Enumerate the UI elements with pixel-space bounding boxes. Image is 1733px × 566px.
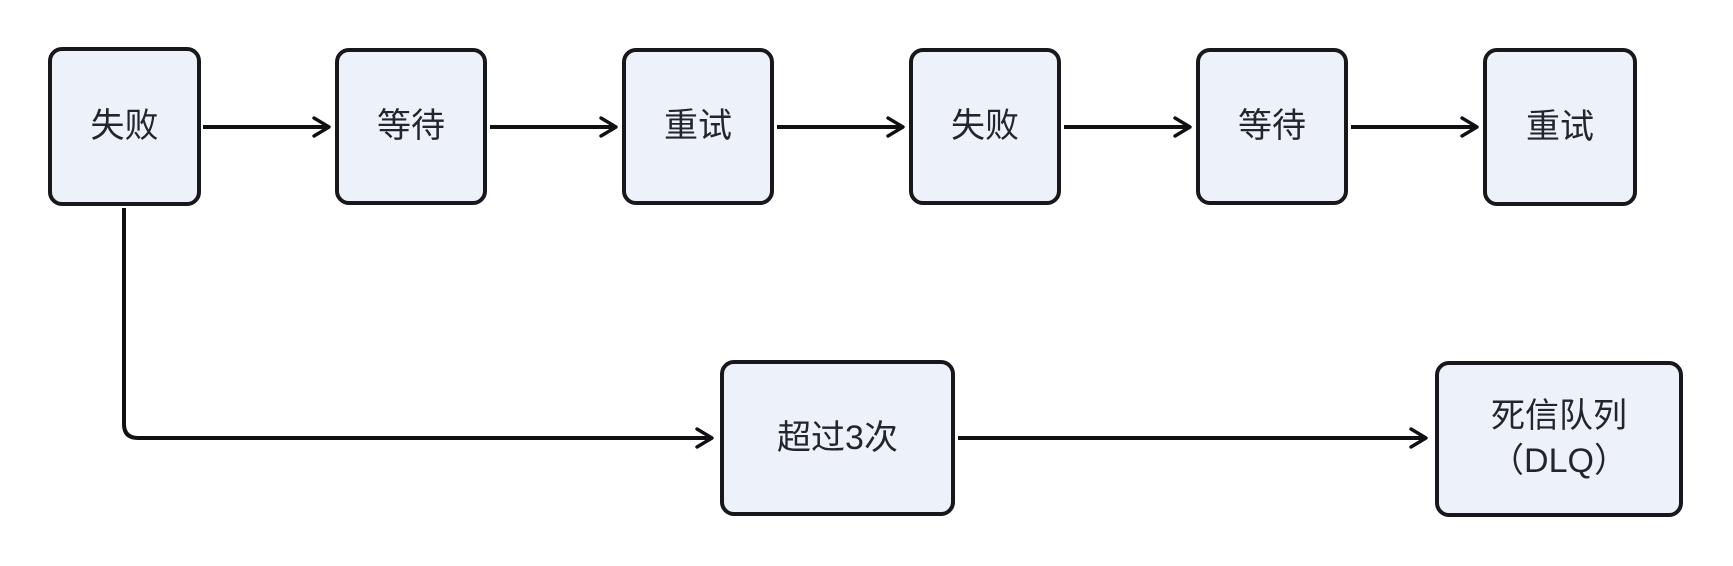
node-retry-1-label: 重试 [664, 107, 732, 146]
node-exceed-3-label: 超过3次 [777, 418, 898, 457]
node-dlq-label-line2: （DLQ） [1490, 442, 1628, 480]
node-wait-2-label: 等待 [1238, 107, 1306, 146]
arrow-fail1-exceed3 [122, 208, 714, 449]
node-fail-1: 失败 [48, 47, 201, 206]
node-exceed-3: 超过3次 [720, 360, 955, 516]
node-fail-2: 失败 [909, 48, 1061, 205]
node-wait-1: 等待 [335, 48, 487, 205]
node-wait-2: 等待 [1196, 48, 1348, 205]
node-wait-1-label: 等待 [377, 107, 445, 146]
node-fail-1-label: 失败 [90, 107, 159, 146]
node-retry-2-label: 重试 [1526, 107, 1594, 146]
node-retry-1: 重试 [622, 48, 774, 205]
node-dlq: 死信队列 （DLQ） [1435, 361, 1683, 517]
node-fail-2-label: 失败 [951, 107, 1019, 146]
node-dlq-label-line1: 死信队列 [1491, 397, 1627, 436]
node-retry-2: 重试 [1483, 48, 1637, 206]
